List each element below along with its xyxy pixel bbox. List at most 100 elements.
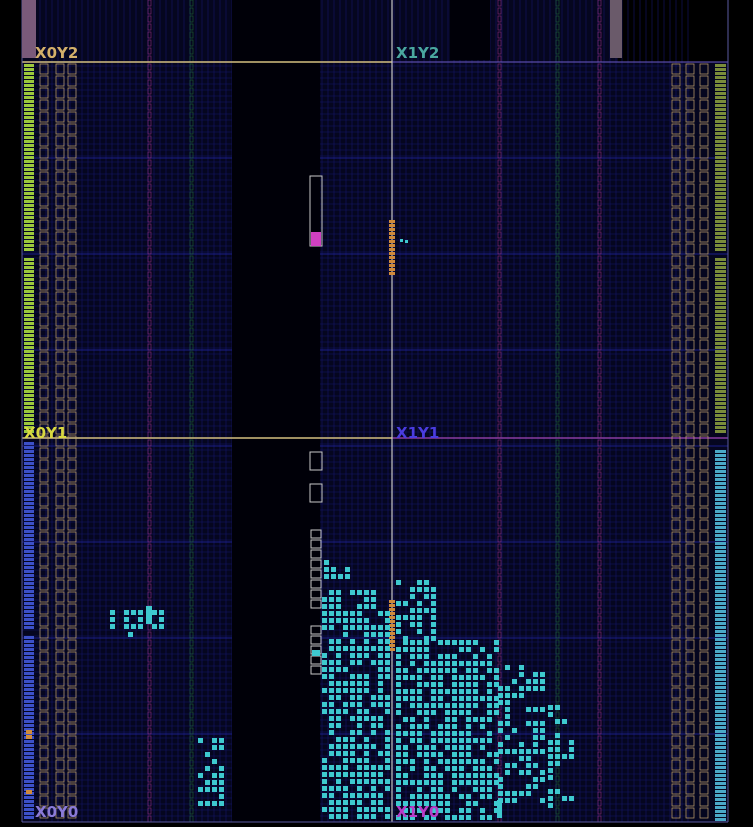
- ram-column-cell: [555, 63, 560, 71]
- io-pad: [24, 402, 34, 405]
- placed-logic-cell: [480, 808, 485, 813]
- placed-logic-cell: [385, 730, 390, 735]
- placed-logic-cell: [403, 689, 408, 694]
- placed-logic-cell: [512, 791, 517, 796]
- placed-logic-cell: [487, 787, 492, 792]
- io-pad: [24, 622, 34, 625]
- ram-column-cell: [147, 207, 152, 215]
- ram-column-cell: [189, 335, 194, 343]
- io-logic: [699, 507, 709, 519]
- io-logic: [685, 435, 695, 447]
- placed-logic-cell: [329, 800, 334, 805]
- ram-column-cell: [555, 15, 560, 23]
- placed-logic-cell: [494, 808, 499, 813]
- ram-column-cell: [189, 767, 194, 775]
- ram-column-cell: [555, 287, 560, 295]
- ram-column-cell: [597, 15, 602, 23]
- io-logic: [39, 99, 49, 111]
- placed-logic-cell: [410, 738, 415, 743]
- placed-logic-cell: [336, 611, 341, 616]
- placed-logic-cell: [364, 681, 369, 686]
- placed-logic-cell: [322, 611, 327, 616]
- placed-logic-cell: [364, 744, 369, 749]
- io-logic: [699, 411, 709, 423]
- placed-logic-cell: [431, 661, 436, 666]
- placed-logic-cell: [336, 744, 341, 749]
- ram-column-cell: [189, 487, 194, 495]
- placed-logic-cell: [396, 710, 401, 715]
- placed-logic-cell: [498, 791, 503, 796]
- placed-logic-cell: [473, 703, 478, 708]
- placed-logic-cell: [329, 709, 334, 714]
- io-pad: [715, 310, 726, 313]
- io-pad: [24, 574, 34, 577]
- io-logic: [55, 459, 65, 471]
- placed-logic-cell: [438, 661, 443, 666]
- ram-column-cell: [597, 47, 602, 55]
- placed-logic-cell: [357, 660, 362, 665]
- ram-column-cell: [597, 655, 602, 663]
- io-pad: [24, 626, 34, 629]
- io-pad: [715, 156, 726, 159]
- ram-column-cell: [597, 95, 602, 103]
- ram-column-cell: [597, 295, 602, 303]
- placed-logic-cell: [424, 815, 429, 820]
- placed-logic-cell: [329, 639, 334, 644]
- placed-logic-cell: [424, 766, 429, 771]
- io-pad: [715, 216, 726, 219]
- placed-logic-cell: [385, 758, 390, 763]
- io-pad: [715, 766, 726, 769]
- placed-logic-cell: [526, 749, 531, 754]
- placed-logic-cell: [452, 710, 457, 715]
- io-pad: [715, 200, 726, 203]
- io-logic: [39, 543, 49, 555]
- io-pad: [715, 286, 726, 289]
- placed-logic-cell: [498, 686, 503, 691]
- ram-column-cell: [147, 583, 152, 591]
- ram-column-cell: [597, 391, 602, 399]
- io-logic: [67, 423, 77, 435]
- placed-logic-cell: [378, 793, 383, 798]
- io-logic: [699, 111, 709, 123]
- placed-logic-cell: [329, 597, 334, 602]
- placed-logic-cell: [371, 695, 376, 700]
- ram-column-cell: [597, 615, 602, 623]
- io-logic: [39, 807, 49, 819]
- io-pad: [715, 128, 726, 131]
- io-pad: [715, 538, 726, 541]
- placed-logic-cell: [350, 674, 355, 679]
- ram-column-cell: [189, 599, 194, 607]
- io-logic: [671, 567, 681, 579]
- ram-column-cell: [497, 535, 502, 543]
- io-logic: [699, 279, 709, 291]
- io-pad: [715, 180, 726, 183]
- placed-logic-cell: [438, 794, 443, 799]
- ram-column-cell: [497, 167, 502, 175]
- placed-logic-cell: [396, 622, 401, 627]
- ram-column-cell: [555, 159, 560, 167]
- io-pad: [715, 76, 726, 79]
- io-logic: [55, 387, 65, 399]
- ram-column-cell: [597, 807, 602, 815]
- placed-logic-cell: [403, 615, 408, 620]
- placed-logic-cell: [459, 682, 464, 687]
- placed-logic-cell: [526, 721, 531, 726]
- ram-column-cell: [597, 679, 602, 687]
- placed-logic-cell: [403, 759, 408, 764]
- io-logic: [699, 687, 709, 699]
- io-logic: [67, 303, 77, 315]
- ram-column-cell: [189, 239, 194, 247]
- ram-column-cell: [597, 791, 602, 799]
- placed-logic-cell: [487, 668, 492, 673]
- placed-logic-cell: [473, 675, 478, 680]
- io-pad: [24, 88, 34, 91]
- io-pad: [715, 322, 726, 325]
- io-logic: [685, 567, 695, 579]
- ram-column-cell: [555, 111, 560, 119]
- io-logic: [55, 411, 65, 423]
- io-logic: [67, 783, 77, 795]
- clock-buffer: [389, 248, 395, 251]
- io-pad: [24, 648, 34, 651]
- io-logic: [685, 543, 695, 555]
